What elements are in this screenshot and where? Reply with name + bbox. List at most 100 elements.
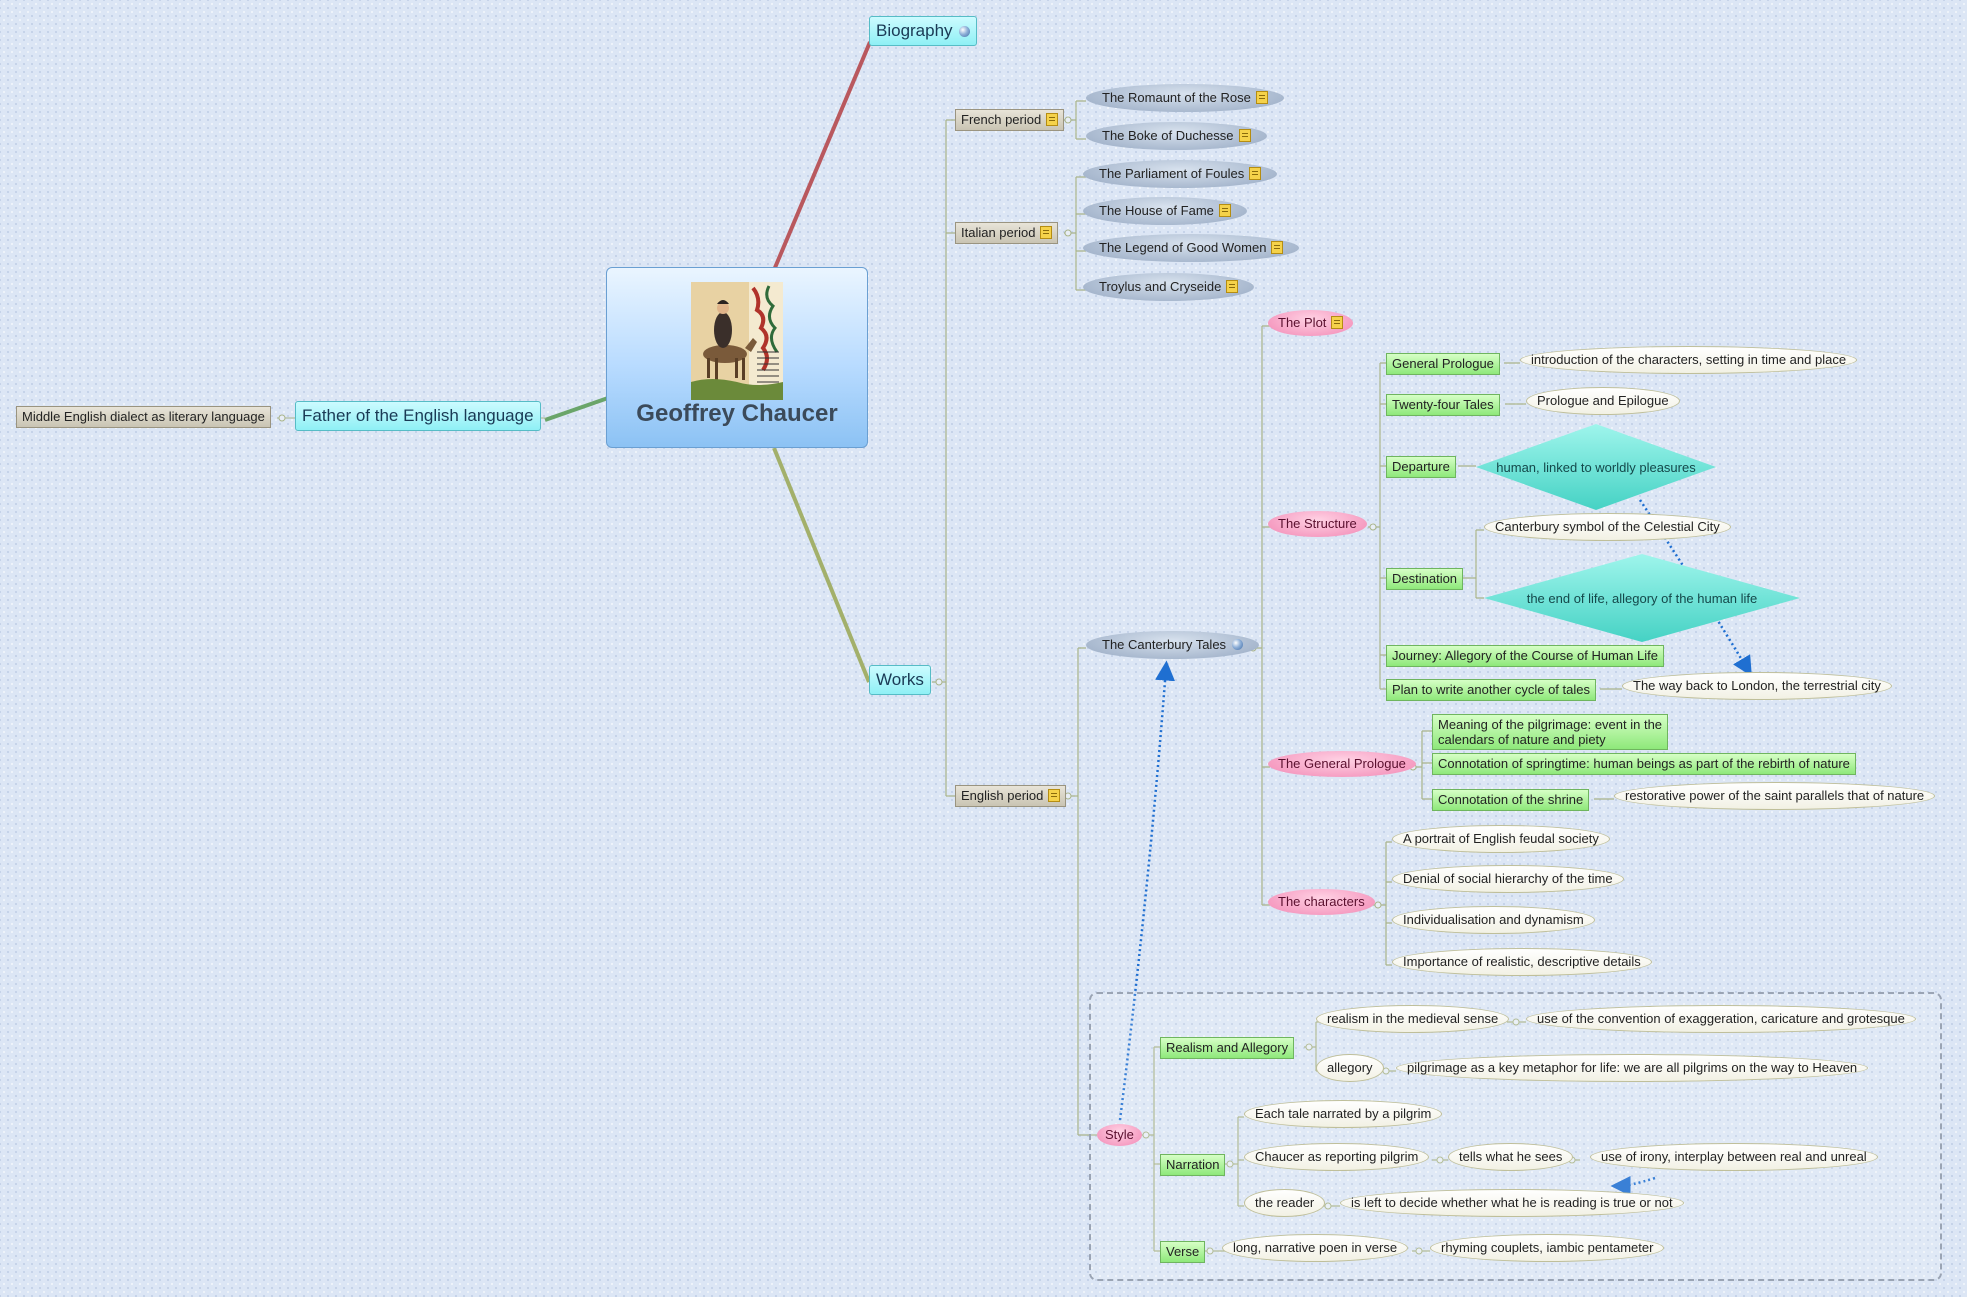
father-label: Father of the English language [302,406,534,425]
label: long, narrative poen in verse [1233,1240,1397,1255]
label: realism in the medieval sense [1327,1011,1498,1026]
topic-the-general-prologue[interactable]: The General Prologue [1268,751,1416,777]
topic-french-period[interactable]: French period [955,109,1064,131]
topic-the-reader[interactable]: the reader [1244,1189,1325,1217]
middle-english-label: Middle English dialect as literary langu… [22,409,265,424]
topic-realistic-details[interactable]: Importance of realistic, descriptive det… [1392,948,1652,976]
topic-general-prologue[interactable]: General Prologue [1386,353,1500,375]
label: introduction of the characters, setting … [1531,352,1846,367]
topic-house-of-fame[interactable]: The House of Fame [1083,197,1247,225]
label: Departure [1392,459,1450,474]
topic-connotation-springtime[interactable]: Connotation of springtime: human beings … [1432,753,1856,775]
topic-restorative-power[interactable]: restorative power of the saint parallels… [1614,782,1935,810]
label: rhyming couplets, iambic pentameter [1441,1240,1653,1255]
label: Importance of realistic, descriptive det… [1403,954,1641,969]
branch-father [545,398,608,420]
note-icon[interactable] [1040,226,1052,239]
topic-realism-medieval[interactable]: realism in the medieval sense [1316,1005,1509,1033]
work-label: The House of Fame [1099,203,1214,218]
canterbury-label: The Canterbury Tales [1102,637,1226,652]
topic-use-of-irony[interactable]: use of irony, interplay between real and… [1590,1143,1878,1171]
topic-allegory[interactable]: allegory [1316,1054,1384,1082]
note-icon[interactable] [1256,91,1268,104]
topic-tells-what-he-sees[interactable]: tells what he sees [1448,1143,1573,1171]
topic-departure[interactable]: Departure [1386,456,1456,478]
note-icon[interactable] [1048,789,1060,802]
note-icon[interactable] [1226,280,1238,293]
topic-the-characters[interactable]: The characters [1268,889,1375,915]
topic-general-prologue-desc[interactable]: introduction of the characters, setting … [1520,346,1857,374]
label: the reader [1255,1195,1314,1210]
label: use of irony, interplay between real and… [1601,1149,1867,1164]
topic-english-period[interactable]: English period [955,785,1066,807]
note-icon[interactable] [1249,167,1261,180]
topic-the-plot[interactable]: The Plot [1268,310,1353,336]
italian-period-label: Italian period [961,225,1035,240]
topic-convention-exaggeration[interactable]: use of the convention of exaggeration, c… [1526,1005,1916,1033]
topic-troylus-and-cryseide[interactable]: Troylus and Cryseide [1083,273,1254,301]
topic-each-tale-pilgrim[interactable]: Each tale narrated by a pilgrim [1244,1100,1442,1128]
topic-destination[interactable]: Destination [1386,568,1463,590]
label: Realism and Allegory [1166,1040,1288,1055]
topic-canterbury-tales[interactable]: The Canterbury Tales [1086,631,1259,659]
label: human, linked to worldly pleasures [1496,460,1695,475]
topic-father-of-english[interactable]: Father of the English language [295,401,541,431]
english-period-label: English period [961,788,1043,803]
french-period-label: French period [961,112,1041,127]
note-icon[interactable] [1046,113,1058,126]
central-title: Geoffrey Chaucer [607,400,867,428]
topic-middle-english[interactable]: Middle English dialect as literary langu… [16,406,271,428]
topic-portrait-feudal-society[interactable]: A portrait of English feudal society [1392,825,1610,853]
topic-legend-of-good-women[interactable]: The Legend of Good Women [1083,234,1299,262]
central-topic[interactable]: Geoffrey Chaucer [606,267,868,448]
topic-style[interactable]: Style [1097,1124,1142,1146]
note-icon[interactable] [1219,204,1231,217]
topic-connotation-shrine[interactable]: Connotation of the shrine [1432,789,1589,811]
characters-label: The characters [1278,894,1365,909]
note-icon[interactable] [1239,129,1251,142]
label: pilgrimage as a key metaphor for life: w… [1407,1060,1857,1075]
topic-verse[interactable]: Verse [1160,1241,1205,1263]
topic-parliament-of-foules[interactable]: The Parliament of Foules [1083,160,1277,188]
label: Plan to write another cycle of tales [1392,682,1590,697]
label: Canterbury symbol of the Celestial City [1495,519,1720,534]
work-label: The Legend of Good Women [1099,240,1266,255]
topic-journey[interactable]: Journey: Allegory of the Course of Human… [1386,645,1664,667]
topic-works[interactable]: Works [869,665,931,695]
label: Twenty-four Tales [1392,397,1494,412]
topic-reporting-pilgrim[interactable]: Chaucer as reporting pilgrim [1244,1143,1429,1171]
general-prologue-label: The General Prologue [1278,756,1406,771]
topic-prologue-and-epilogue[interactable]: Prologue and Epilogue [1526,387,1680,415]
topic-romaunt-of-the-rose[interactable]: The Romaunt of the Rose [1086,84,1284,112]
topic-realism-and-allegory[interactable]: Realism and Allegory [1160,1037,1294,1059]
label: restorative power of the saint parallels… [1625,788,1924,803]
topic-rhyming-couplets[interactable]: rhyming couplets, iambic pentameter [1430,1234,1664,1262]
label: is left to decide whether what he is rea… [1351,1195,1673,1210]
globe-icon[interactable] [1232,639,1243,650]
topic-twenty-four-tales[interactable]: Twenty-four Tales [1386,394,1500,416]
topic-individualisation[interactable]: Individualisation and dynamism [1392,906,1595,934]
topic-biography[interactable]: Biography [869,16,977,46]
topic-canterbury-celestial-city[interactable]: Canterbury symbol of the Celestial City [1484,513,1731,541]
topic-pilgrimage-metaphor[interactable]: pilgrimage as a key metaphor for life: w… [1396,1054,1868,1082]
topic-way-back-to-london[interactable]: The way back to London, the terrestrial … [1622,672,1892,700]
topic-narration[interactable]: Narration [1160,1154,1225,1176]
topic-italian-period[interactable]: Italian period [955,222,1058,244]
label: Destination [1392,571,1457,586]
label: Narration [1166,1157,1219,1172]
topic-narrative-poem[interactable]: long, narrative poen in verse [1222,1234,1408,1262]
topic-destination-desc[interactable]: the end of life, allegory of the human l… [1484,554,1800,642]
note-icon[interactable] [1331,316,1343,329]
label: Connotation of springtime: human beings … [1438,756,1850,771]
topic-boke-of-duchesse[interactable]: The Boke of Duchesse [1086,122,1267,150]
topic-reader-decides[interactable]: is left to decide whether what he is rea… [1340,1189,1684,1217]
topic-the-structure[interactable]: The Structure [1268,511,1367,537]
label: Connotation of the shrine [1438,792,1583,807]
topic-denial-social-hierarchy[interactable]: Denial of social hierarchy of the time [1392,865,1624,893]
topic-plan-another-cycle[interactable]: Plan to write another cycle of tales [1386,679,1596,701]
globe-icon[interactable] [959,26,970,37]
note-icon[interactable] [1271,241,1283,254]
label: Chaucer as reporting pilgrim [1255,1149,1418,1164]
topic-departure-desc[interactable]: human, linked to worldly pleasures [1476,424,1716,510]
